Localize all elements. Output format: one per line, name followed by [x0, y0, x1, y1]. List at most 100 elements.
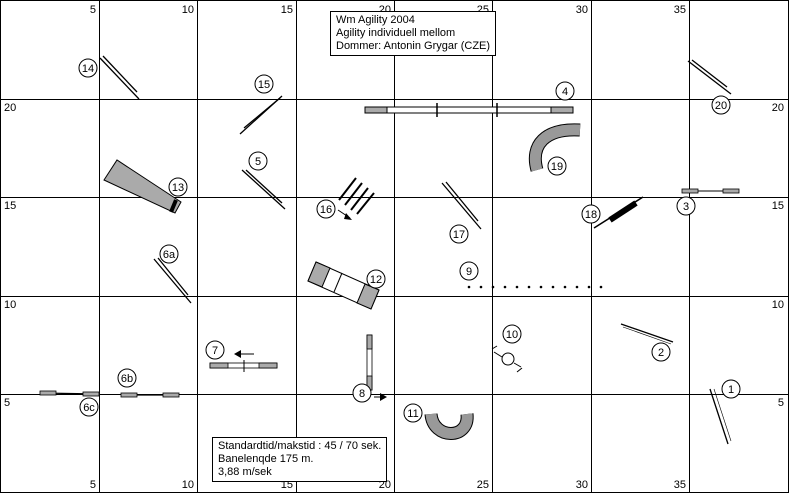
obstacle-6c-jump-icon [39, 390, 100, 397]
obstacle-number: 2 [658, 347, 664, 359]
obstacle-number: 17 [453, 229, 465, 241]
right-label: 20 [772, 102, 784, 114]
left-label: 10 [4, 299, 16, 311]
weave-pole [551, 285, 555, 289]
weave-pole [599, 285, 603, 289]
obstacle-number: 6c [83, 402, 95, 414]
obstacle-number: 14 [82, 63, 94, 75]
weave-pole [515, 285, 519, 289]
obstacle-label-20: 20 [711, 95, 731, 115]
weave-pole [467, 285, 471, 289]
obstacle-14-jump-icon [99, 55, 140, 100]
top-label: 35 [674, 4, 686, 16]
course-info-box: Standardtid/makstid : 45 / 70 sek. Banel… [212, 437, 388, 482]
obstacle-12-aframe-icon [307, 261, 380, 310]
bottom-label: 5 [90, 479, 96, 491]
obstacle-number: 10 [506, 329, 518, 341]
obstacle-number: 12 [370, 274, 382, 286]
obstacle-11-tunnel-icon [424, 412, 474, 440]
top-label: 30 [576, 4, 588, 16]
obstacle-label-circle [205, 340, 225, 360]
obstacle-label-circle [502, 324, 522, 344]
bottom-label: 10 [182, 479, 194, 491]
obstacle-label-19: 19 [547, 156, 567, 176]
obstacle-label-14: 14 [78, 58, 98, 78]
obstacle-label-6b: 6b [117, 368, 137, 388]
speed: 3,88 m/sek [218, 466, 272, 478]
obstacle-3-jump-icon [681, 188, 740, 194]
right-label: 5 [778, 397, 784, 409]
obstacle-label-circle [117, 368, 137, 388]
course-title-box: Wm Agility 2004 Agility individuell mell… [330, 11, 497, 56]
obstacle-label-circle [78, 58, 98, 78]
obstacle-18-long-jump-icon [593, 196, 644, 229]
obstacle-number: 15 [258, 79, 270, 91]
top-label: 15 [281, 4, 293, 16]
class-title: Agility individuell mellom [336, 27, 456, 39]
obstacle-label-circle [316, 199, 336, 219]
obstacle-label-circle [676, 196, 696, 216]
obstacle-label-circle [711, 95, 731, 115]
obstacle-label-17: 17 [449, 224, 469, 244]
obstacle-number: 8 [359, 388, 365, 400]
obstacle-label-8: 8 [352, 383, 372, 403]
weave-pole [563, 285, 567, 289]
obstacle-15-jump-icon [239, 95, 283, 135]
obstacle-label-circle [248, 151, 268, 171]
obstacle-number: 19 [551, 161, 563, 173]
obstacle-number: 13 [172, 182, 184, 194]
obstacle-label-circle [581, 204, 601, 224]
obstacle-10-tire-icon [491, 345, 523, 373]
obstacle-label-circle [547, 156, 567, 176]
obstacle-label-circle [79, 397, 99, 417]
left-label: 5 [4, 397, 10, 409]
obstacle-label-circle [168, 177, 188, 197]
obstacle-number: 16 [320, 204, 332, 216]
obstacle-label-1: 1 [721, 379, 741, 399]
obstacle-label-16: 16 [316, 199, 336, 219]
obstacle-label-10: 10 [502, 324, 522, 344]
bottom-label: 15 [281, 479, 293, 491]
obstacle-number: 4 [562, 86, 568, 98]
obstacle-8-jump-icon [366, 334, 387, 401]
obstacle-label-circle [159, 244, 179, 264]
obstacle-label-11: 11 [403, 403, 423, 423]
obstacle-16-spread-icon [337, 177, 375, 220]
obstacle-6a-jump-icon [153, 257, 192, 304]
obstacle-label-circle [555, 81, 575, 101]
weave-pole [575, 285, 579, 289]
weave-pole [479, 285, 483, 289]
obstacle-label-5: 5 [248, 151, 268, 171]
obstacle-4-dogwalk-icon [364, 103, 574, 117]
right-label: 10 [772, 299, 784, 311]
course-length: Banelenqde 175 m. [218, 453, 314, 465]
obstacle-label-6a: 6a [159, 244, 179, 264]
obstacle-label-4: 4 [555, 81, 575, 101]
obstacle-13-chute-icon [103, 159, 182, 214]
obstacle-number: 5 [255, 156, 261, 168]
obstacle-number: 9 [466, 266, 472, 278]
obstacle-label-circle [254, 74, 274, 94]
obstacle-label-circle [459, 261, 479, 281]
obstacle-1-jump-icon [709, 388, 732, 445]
obstacle-20-jump-icon [687, 59, 732, 95]
obstacle-label-7: 7 [205, 340, 225, 360]
judge-name: Dommer: Antonin Grygar (CZE) [336, 40, 491, 52]
obstacle-6b-jump-icon [120, 392, 180, 398]
obstacle-2-jump-icon [620, 323, 674, 345]
obstacle-label-circle [651, 342, 671, 362]
top-label: 5 [90, 4, 96, 16]
obstacle-label-15: 15 [254, 74, 274, 94]
obstacle-number: 20 [715, 100, 727, 112]
obstacle-number: 6a [163, 249, 176, 261]
obstacle-label-3: 3 [676, 196, 696, 216]
obstacle-number: 7 [212, 345, 218, 357]
obstacle-number: 3 [683, 201, 689, 213]
obstacle-label-12: 12 [366, 269, 386, 289]
obstacle-label-circle [403, 403, 423, 423]
obstacle-label-circle [352, 383, 372, 403]
weave-pole [527, 285, 531, 289]
